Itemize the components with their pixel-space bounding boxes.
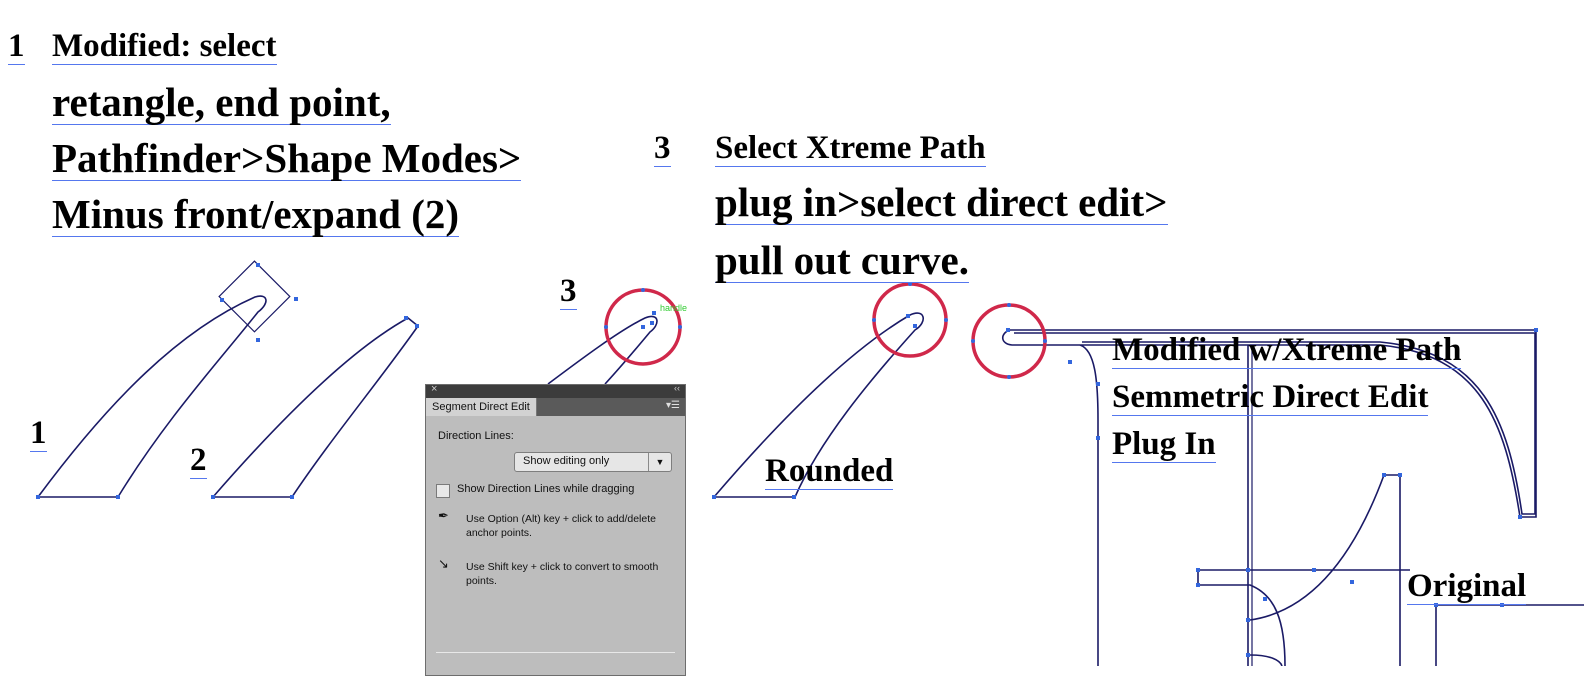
panel-title-bar[interactable]: × ‹‹ <box>426 383 685 398</box>
direction-lines-label: Direction Lines: <box>438 430 514 442</box>
close-icon[interactable]: × <box>431 383 438 395</box>
direction-lines-select[interactable]: Show editing only ▼ <box>514 452 672 472</box>
direction-lines-value: Show editing only <box>523 455 610 467</box>
original-shape-path <box>1197 345 1584 666</box>
highlight-circle-rounded <box>872 282 948 358</box>
handle-label: handle <box>660 303 687 313</box>
step3-line3: pull out curve. <box>715 237 969 283</box>
collapse-icon[interactable]: ‹‹ <box>674 383 680 393</box>
step3-line1: Select Xtreme Path <box>715 130 986 167</box>
step1-line1: Modified: select <box>52 28 277 65</box>
shape-1-path <box>36 295 267 498</box>
panel-menu-icon[interactable]: ▾☰ <box>666 400 680 411</box>
pen-add-icon: ✒ <box>438 508 449 523</box>
shape-3-path <box>547 315 658 385</box>
modified-shape-inner <box>1014 332 1536 515</box>
modified-shape-path <box>1010 329 1537 666</box>
chevron-down-icon[interactable]: ▼ <box>648 453 671 471</box>
step1-line4: Minus front/expand (2) <box>52 191 460 237</box>
step1-line2: retangle, end point, <box>52 79 391 125</box>
shape-3-label: 3 <box>560 273 577 310</box>
shape-2-label: 2 <box>190 442 207 479</box>
panel-tab-row: Segment Direct Edit ▾☰ <box>426 398 685 416</box>
tab-segment-direct-edit[interactable]: Segment Direct Edit <box>426 398 537 416</box>
rounded-label: Rounded <box>765 453 894 490</box>
shape-1-rectangle <box>218 260 291 333</box>
anchor-points <box>36 263 1538 657</box>
original-label: Original <box>1407 568 1527 605</box>
step3-number: 3 <box>654 130 671 167</box>
tip-convert-smooth: Use Shift key + click to convert to smoo… <box>466 561 659 587</box>
modified-note-line1: Modified w/Xtreme Path <box>1112 332 1462 369</box>
modified-note-line3: Plug In <box>1112 426 1216 463</box>
shape-2-path <box>211 317 420 498</box>
segment-direct-edit-panel: × ‹‹ Segment Direct Edit ▾☰ Direction Li… <box>425 383 686 676</box>
rounded-path <box>712 312 924 498</box>
modified-note-line2: Semmetric Direct Edit <box>1112 379 1429 416</box>
highlight-circles <box>604 282 1047 379</box>
step1-line3: Pathfinder>Shape Modes> <box>52 135 522 181</box>
show-direction-lines-label: Show Direction Lines while dragging <box>457 483 635 495</box>
tip-add-delete: Use Option (Alt) key + click to add/dele… <box>466 513 656 539</box>
shape-1-label: 1 <box>30 415 47 452</box>
step3-line2: plug in>select direct edit> <box>715 179 1168 225</box>
panel-divider <box>436 652 675 653</box>
highlight-circle-corner <box>971 303 1047 379</box>
step1-number: 1 <box>8 28 25 65</box>
convert-anchor-icon: ↘ <box>438 556 449 571</box>
show-direction-lines-checkbox[interactable] <box>436 484 450 498</box>
